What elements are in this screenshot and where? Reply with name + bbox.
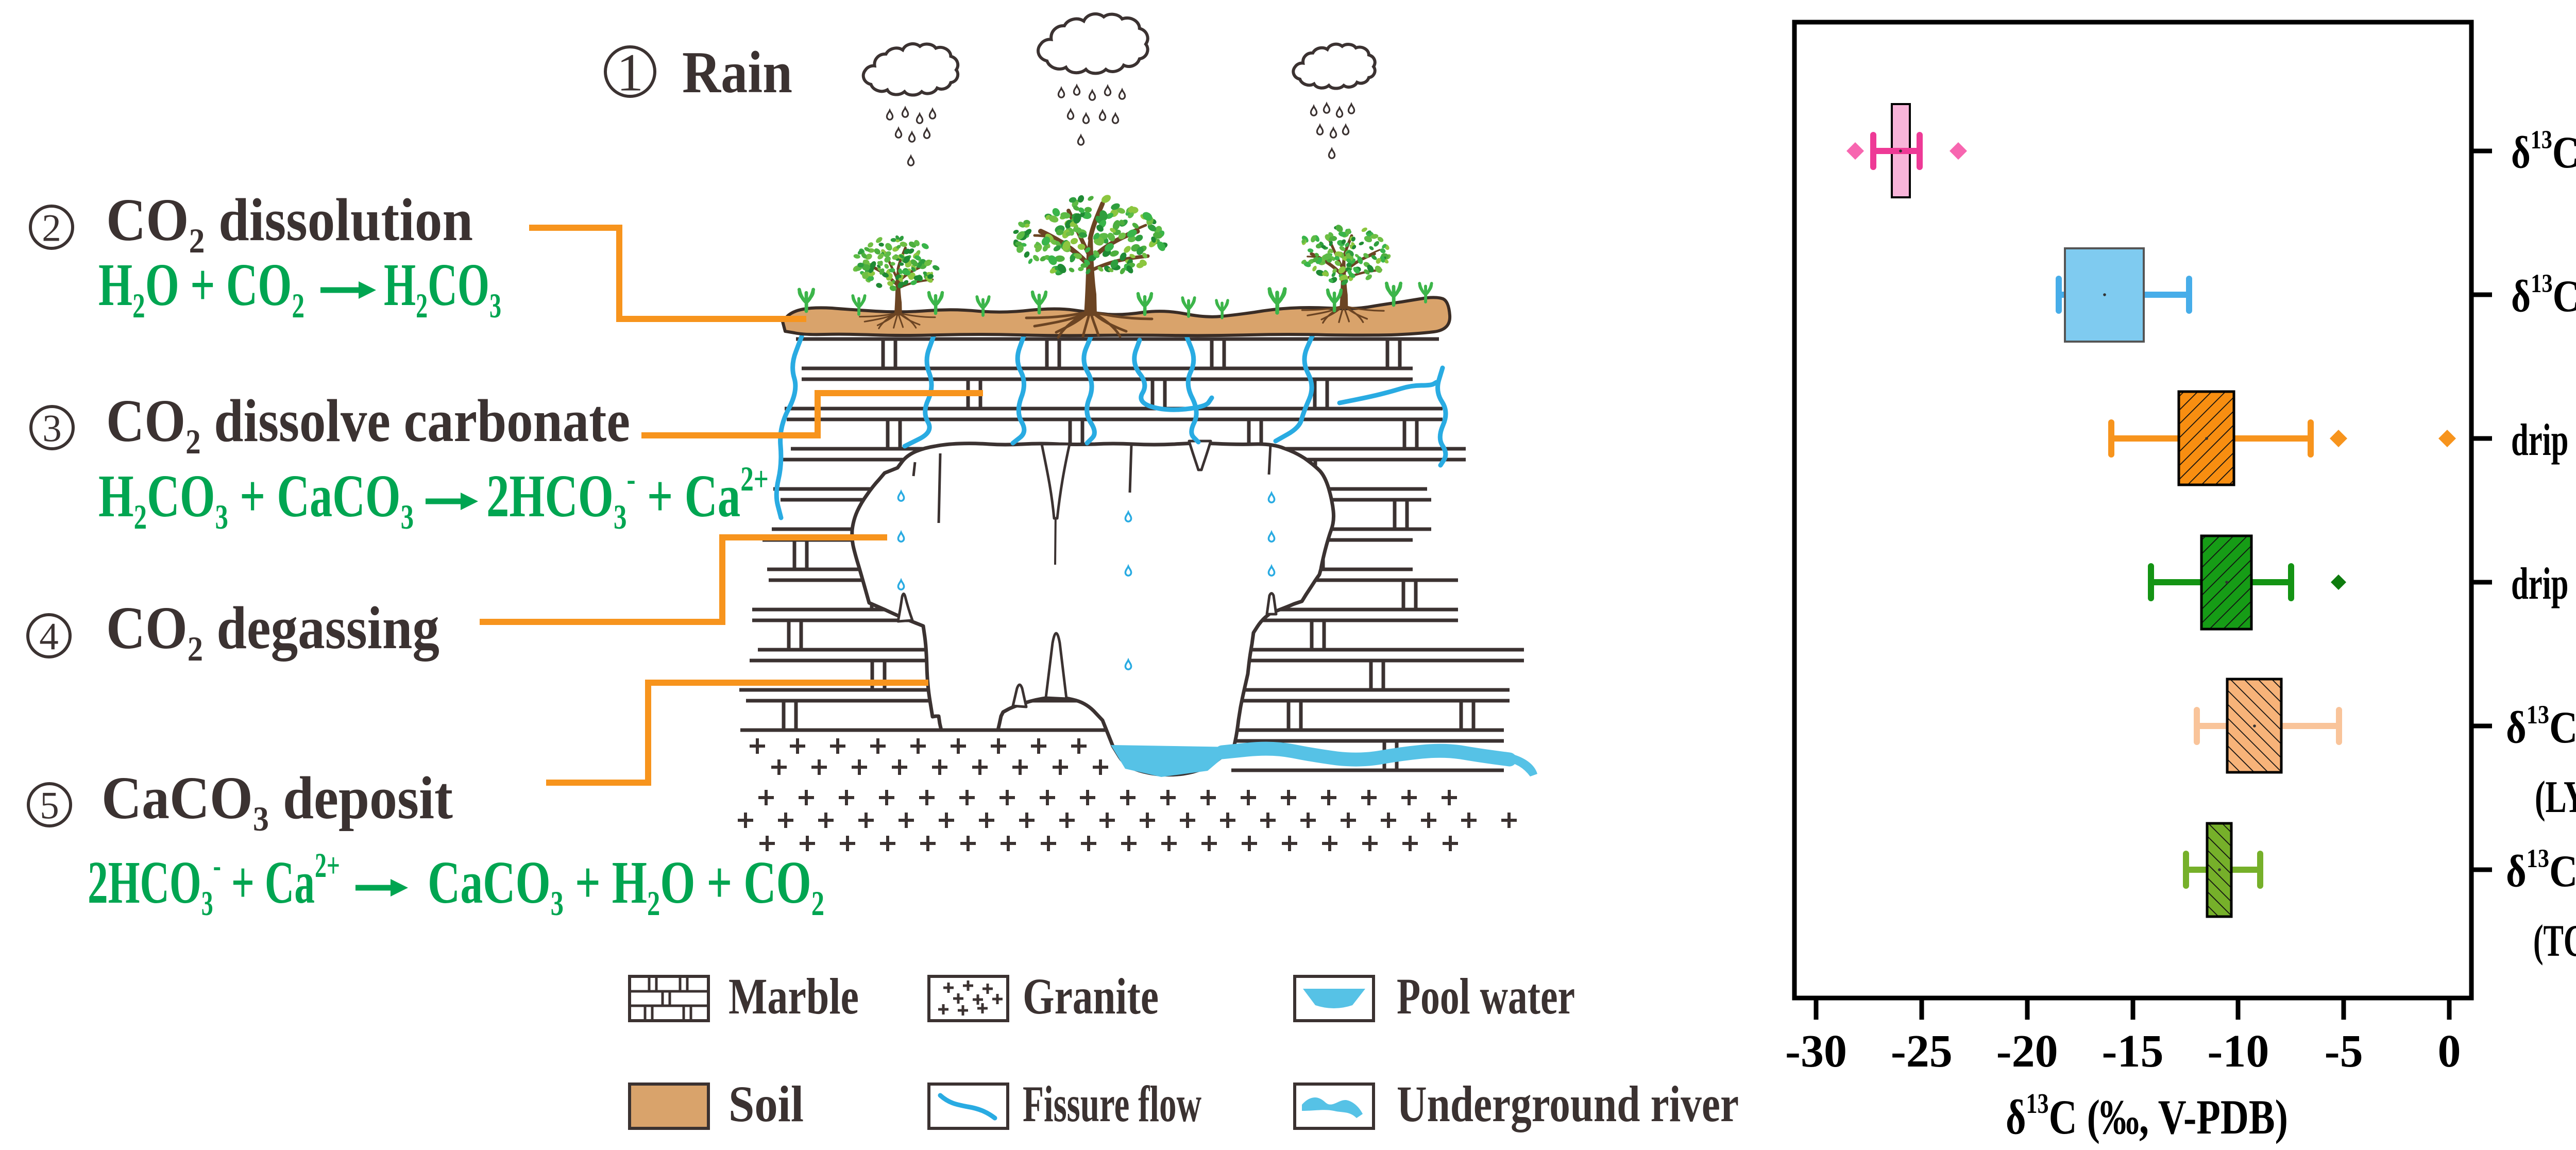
svg-text:δ13​Cdeposits​: δ13​Cdeposits​ [2506,844,2576,902]
svg-text:CO2​ degassing: CO2​ degassing [106,594,439,668]
svg-text:drip water δ13​CDIC​: drip water δ13​CDIC​ [2511,557,2576,614]
svg-text:Marble: Marble [728,968,859,1025]
svg-text:4: 4 [39,615,59,658]
svg-text:-5: -5 [2325,1026,2363,1077]
svg-text:Soil: Soil [728,1075,804,1132]
svg-text:2HCO3​-​ + Ca2+​: 2HCO3​-​ + Ca2+​ [486,459,769,536]
svg-text:H2​CO3​ + CaCO3​: H2​CO3​ + CaCO3​ [98,462,414,536]
svg-text:-30: -30 [1785,1026,1847,1077]
svg-text:3: 3 [42,407,62,450]
svg-text:0: 0 [2438,1026,2461,1077]
svg-text:2HCO3​-​ + Ca2+​: 2HCO3​-​ + Ca2+​ [88,845,340,923]
svg-text:1: 1 [617,43,643,102]
svg-text:Granite: Granite [1023,968,1159,1025]
svg-text:-10: -10 [2207,1026,2269,1077]
svg-text:drip water δ13​CDIC​: drip water δ13​CDIC​ [2511,413,2576,470]
svg-text:5: 5 [40,784,59,827]
svg-text:CO2​ dissolve carbonate: CO2​ dissolve carbonate [106,387,630,461]
svg-text:H2​O + CO2​: H2​O + CO2​ [98,251,304,325]
svg-text:(LYXS): (LYXS) [2535,772,2576,822]
svg-text:δ13​Csoil​: δ13​Csoil​ [2511,269,2576,327]
svg-text:Underground river: Underground river [1397,1075,1739,1132]
svg-text:H2​CO3​: H2​CO3​ [384,251,501,325]
svg-text:(TGBD): (TGBD) [2533,916,2576,966]
svg-text:Rain: Rain [682,40,792,105]
svg-text:-25: -25 [1891,1026,1953,1077]
svg-text:Pool water: Pool water [1397,968,1575,1025]
svg-text:-15: -15 [2102,1026,2164,1077]
svg-text:Fissure flow: Fissure flow [1023,1075,1201,1132]
svg-text:δ13​C (‰, V-PDB): δ13​C (‰, V-PDB) [2006,1088,2288,1144]
svg-text:CaCO3​ + H2​O + CO2​: CaCO3​ + H2​O + CO2​ [428,849,824,923]
svg-text:CaCO3​ deposit: CaCO3​ deposit [101,764,453,838]
svg-text:2: 2 [42,207,61,249]
svg-text:δ13​Cplant​: δ13​Cplant​ [2511,126,2576,183]
svg-text:-20: -20 [1996,1026,2058,1077]
svg-text:δ13​Cdeposits​: δ13​Cdeposits​ [2506,701,2576,758]
svg-text:CO2​ dissolution: CO2​ dissolution [106,186,473,260]
